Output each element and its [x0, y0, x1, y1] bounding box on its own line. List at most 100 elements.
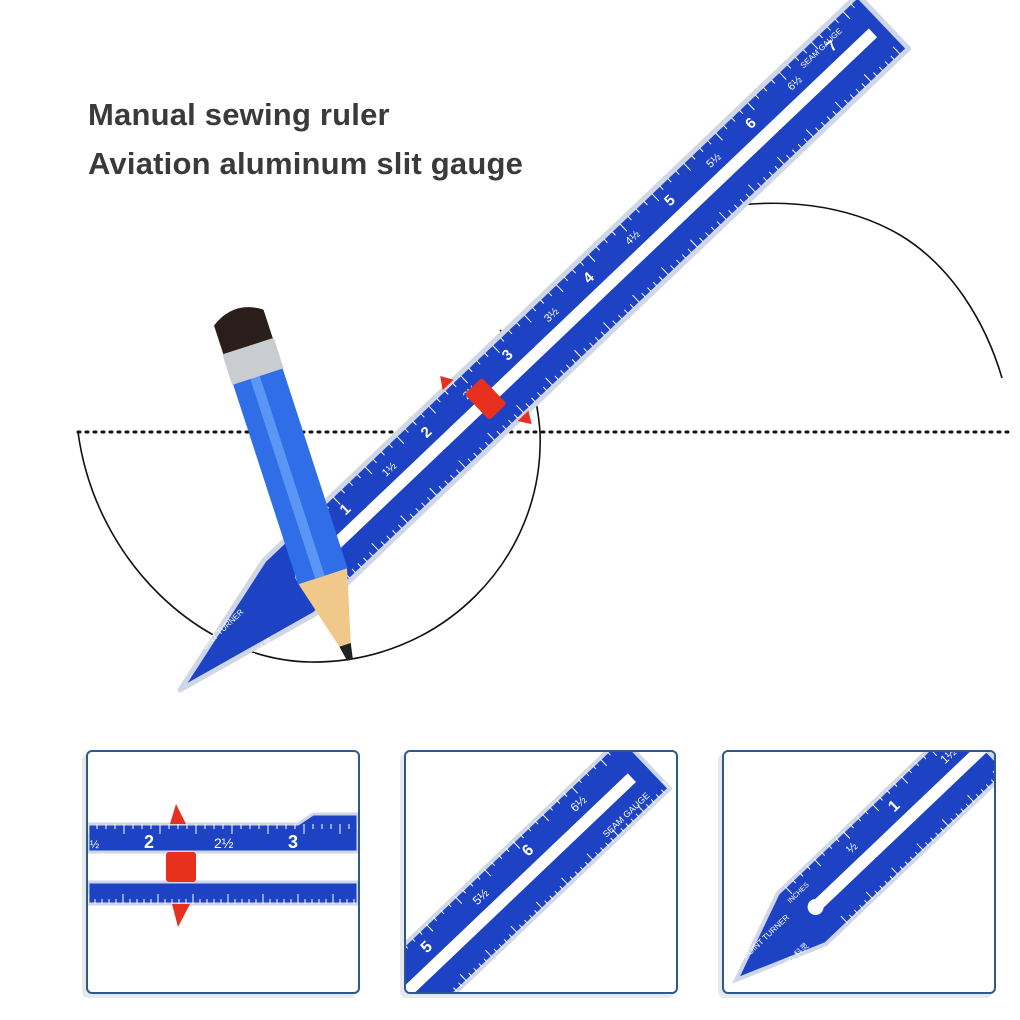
tick-mark	[584, 771, 590, 777]
tick-mark	[705, 232, 710, 237]
tick-mark	[487, 432, 495, 441]
tick-mark	[874, 890, 879, 895]
drawn-arc-right	[687, 202, 1003, 379]
tick-mark	[909, 856, 914, 861]
tick-mark	[747, 102, 755, 111]
tick-mark	[810, 41, 819, 50]
tick-mark	[879, 885, 884, 890]
slider[interactable]	[464, 378, 506, 421]
tick-mark	[425, 923, 434, 932]
tick-mark	[842, 11, 851, 20]
tick-mark	[527, 827, 532, 832]
tick-mark	[797, 143, 802, 149]
tick-mark	[734, 204, 739, 209]
tick-mark	[739, 109, 744, 115]
tick-mark	[914, 761, 920, 767]
tick-mark	[452, 382, 457, 388]
tick-mark	[710, 226, 716, 231]
tick-mark	[519, 834, 524, 839]
tick-mark	[791, 149, 797, 154]
tick-mark	[884, 880, 889, 886]
tick-mark	[540, 299, 545, 304]
tick-mark	[571, 359, 576, 364]
tick-mark	[611, 231, 616, 236]
tick-mark	[893, 782, 898, 787]
tick-mark	[583, 347, 588, 353]
tick-mark	[476, 875, 481, 880]
tick-mark	[849, 824, 854, 829]
tick-mark	[683, 162, 692, 171]
tick-mark	[849, 94, 855, 99]
tick-mark	[891, 867, 899, 876]
tick-mark	[467, 458, 472, 463]
tick-mark	[676, 259, 681, 265]
tick-mark	[857, 817, 862, 822]
tick-mark	[975, 793, 980, 799]
tick-mark	[774, 165, 779, 171]
tick-mark	[757, 182, 762, 187]
tick-mark	[518, 924, 524, 929]
tick-mark	[930, 837, 935, 842]
tick-mark	[516, 405, 524, 413]
tick-mark	[834, 101, 843, 110]
tick-mark	[529, 914, 534, 920]
tick-mark	[941, 819, 950, 828]
tick-mark	[885, 789, 891, 794]
tick-mark	[400, 515, 408, 524]
tick-mark	[786, 154, 791, 160]
tick-mark	[878, 66, 884, 71]
tick-mark	[990, 779, 994, 784]
point-turner-illustration: ½ 1 1½ POINT TURNER INCHES KEARING 科灵	[731, 752, 994, 985]
tick-mark	[929, 752, 938, 757]
tick-mark	[848, 914, 854, 919]
tick-mark	[652, 281, 658, 287]
tick-mark	[855, 88, 860, 93]
tick-mark	[508, 329, 513, 335]
tick-mark	[363, 557, 368, 562]
tick-mark	[547, 291, 553, 297]
tick-mark	[715, 132, 723, 141]
closeup-ticks	[88, 824, 358, 904]
pencil-highlight	[249, 374, 325, 579]
tick-mark	[629, 303, 634, 309]
tick-mark	[397, 524, 403, 529]
closeup-ruler-bottom	[88, 880, 358, 906]
tick-mark	[492, 345, 500, 353]
tick-mark	[415, 507, 420, 513]
tick-mark	[612, 320, 617, 325]
pencil-ferrule	[222, 337, 284, 385]
tick-mark	[484, 441, 490, 447]
tick-mark	[559, 885, 564, 891]
tick-mark	[563, 276, 569, 282]
tick-mark	[490, 861, 495, 866]
tick-mark	[635, 813, 640, 818]
tick-mark	[380, 541, 385, 546]
tick-mark	[840, 915, 849, 924]
closeup-label-2: 2	[144, 832, 154, 852]
seam-gauge-tip-illustration: 5 5½ 6 6½ SEAM GAUGE	[406, 752, 673, 992]
tick-mark	[524, 314, 532, 323]
tick-mark	[699, 237, 704, 242]
tick-mark	[351, 568, 356, 573]
tick-mark	[548, 806, 553, 811]
closeup-slider[interactable]	[166, 852, 196, 882]
tick-mark	[834, 18, 839, 24]
tick-mark	[630, 818, 635, 823]
tick-mark	[440, 909, 445, 915]
tick-mark	[531, 397, 536, 402]
pencil-lead	[339, 642, 353, 661]
tick-mark	[755, 94, 760, 100]
tick-mark	[650, 799, 655, 804]
tick-mark	[404, 428, 409, 433]
tick-mark	[925, 842, 930, 847]
tick-mark	[586, 853, 595, 862]
tick-mark	[799, 872, 804, 877]
headline-line-2: Aviation aluminum slit gauge	[88, 146, 524, 181]
tick-mark	[555, 799, 561, 804]
tick-mark	[541, 813, 550, 822]
tick-mark	[635, 208, 640, 213]
tick-mark	[728, 210, 733, 215]
tick-mark	[651, 193, 660, 202]
tick-mark	[955, 813, 960, 818]
